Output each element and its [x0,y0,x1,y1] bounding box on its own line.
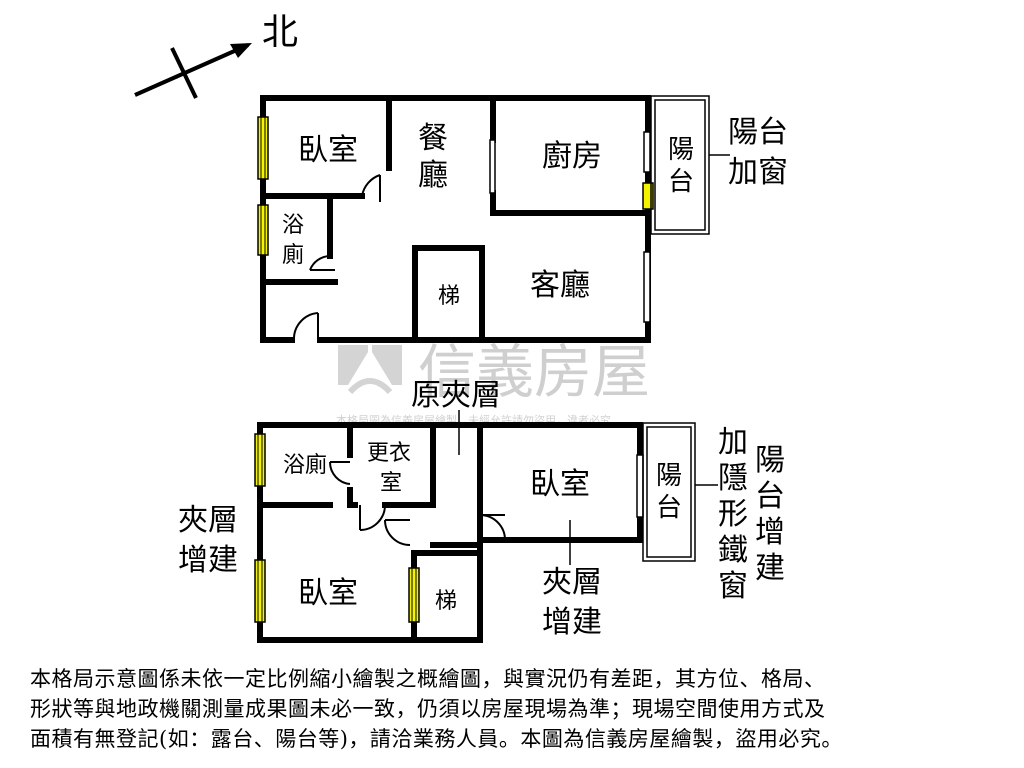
living-room-label: 客廳 [530,268,590,303]
window-note-2: 隱 [718,461,748,496]
window-note-3: 形 [718,497,748,532]
balcony-door-upper [643,131,651,173]
lower-balcony-label-line1: 陽 [656,461,682,491]
window-lower-stairs [408,567,420,623]
lower-balcony [642,422,696,562]
upper-stairs-label: 梯 [438,284,460,309]
upper-balcony-note-line2: 加窗 [728,155,788,190]
balcony-note-1: 陽 [755,443,785,478]
kitchen-label: 廚房 [542,139,602,174]
lower-bath-label: 浴廁 [283,453,327,478]
watermark-logo-right [372,345,402,385]
upper-bath-label-line2: 廁 [282,243,304,268]
upper-balcony-note-line1: 陽台 [728,115,788,150]
balcony-note-4: 建 [755,551,785,586]
mezzanine-label: 原夾層 [411,378,501,413]
lower-floor-labels: 原夾層 浴廁 更衣 室 臥室 陽 台 臥室 梯 夾層 增建 夾層 增建 加 隱 … [178,378,785,640]
upper-bedroom-label: 臥室 [298,133,358,168]
disclaimer-line-2: 形狀等與地政機關測量成果圖未必一致，仍須以房屋現場為準；現場空間使用方式及 [30,697,826,721]
balcony-note-2: 台 [755,479,785,514]
window-note-5: 窗 [718,569,748,604]
lower-bedroom-left-label: 臥室 [298,576,358,611]
left-note-line2: 增建 [178,543,238,578]
upper-balcony-label-line2: 台 [668,167,694,197]
window-lower-bath [254,433,266,487]
compass-arrow-head [230,43,252,58]
bottom-note-line2: 增建 [542,605,602,640]
disclaimer: 本格局示意圖係未依一定比例縮小繪製之概繪圖，與實況仍有差距，其方位、格局、 形狀… [30,664,1000,754]
upper-floor-windows [257,116,654,323]
lower-balcony-label-line2: 台 [656,493,682,523]
upper-floor-labels: 臥室 餐 廳 廚房 陽 台 浴 廁 梯 客廳 陽台 加窗 [282,115,788,309]
upper-floor-doors [292,174,381,341]
window-lower-bedroom [254,559,266,623]
window-bath [257,204,269,256]
upper-balcony [650,95,730,235]
lower-bedroom-right-label: 臥室 [530,467,590,502]
dining-label-line2: 廳 [418,158,448,193]
upper-balcony-label-line1: 陽 [668,135,694,165]
window-note-1: 加 [718,425,748,460]
north-label: 北 [262,12,298,53]
window-bedroom [257,116,269,180]
bottom-note-line1: 夾層 [542,565,602,600]
dining-label-line1: 餐 [418,121,448,156]
lower-floor-walls [257,422,643,643]
watermark-logo-arc [347,378,393,395]
balcony-note-3: 增 [755,515,785,550]
upper-floor-walls [260,95,651,343]
compass-cross-bar [170,47,198,99]
watermark-logo-left [338,345,368,385]
kitchen-sliding-door [489,139,496,194]
lower-balcony-door [636,454,644,518]
window-kitchen-balcony [642,182,654,210]
watermark-brand: 信義房屋 [418,338,650,406]
window-note-4: 鐵 [718,533,748,568]
compass: 北 [134,12,298,99]
balcony-door-living [643,251,651,323]
floor-plan: 北 信義房屋 本格局圖為信義房屋繪製，未經允許請勿盜用，違者必究 [134,12,788,643]
disclaimer-line-1: 本格局示意圖係未依一定比例縮小繪製之概繪圖，與實況仍有差距，其方位、格局、 [30,667,826,691]
lower-floor-doors [328,410,718,565]
left-note-line1: 夾層 [178,503,238,538]
closet-label-line2: 室 [380,471,402,496]
disclaimer-line-3: 面積有無登記(如：露台、陽台等)，請洽業務人員。本圖為信義房屋繪製，盜用必究。 [30,727,843,751]
compass-arrow-shaft [134,43,249,97]
closet-label-line1: 更衣 [367,441,411,466]
lower-stairs-label: 梯 [435,589,457,614]
upper-bath-label-line1: 浴 [282,213,304,238]
